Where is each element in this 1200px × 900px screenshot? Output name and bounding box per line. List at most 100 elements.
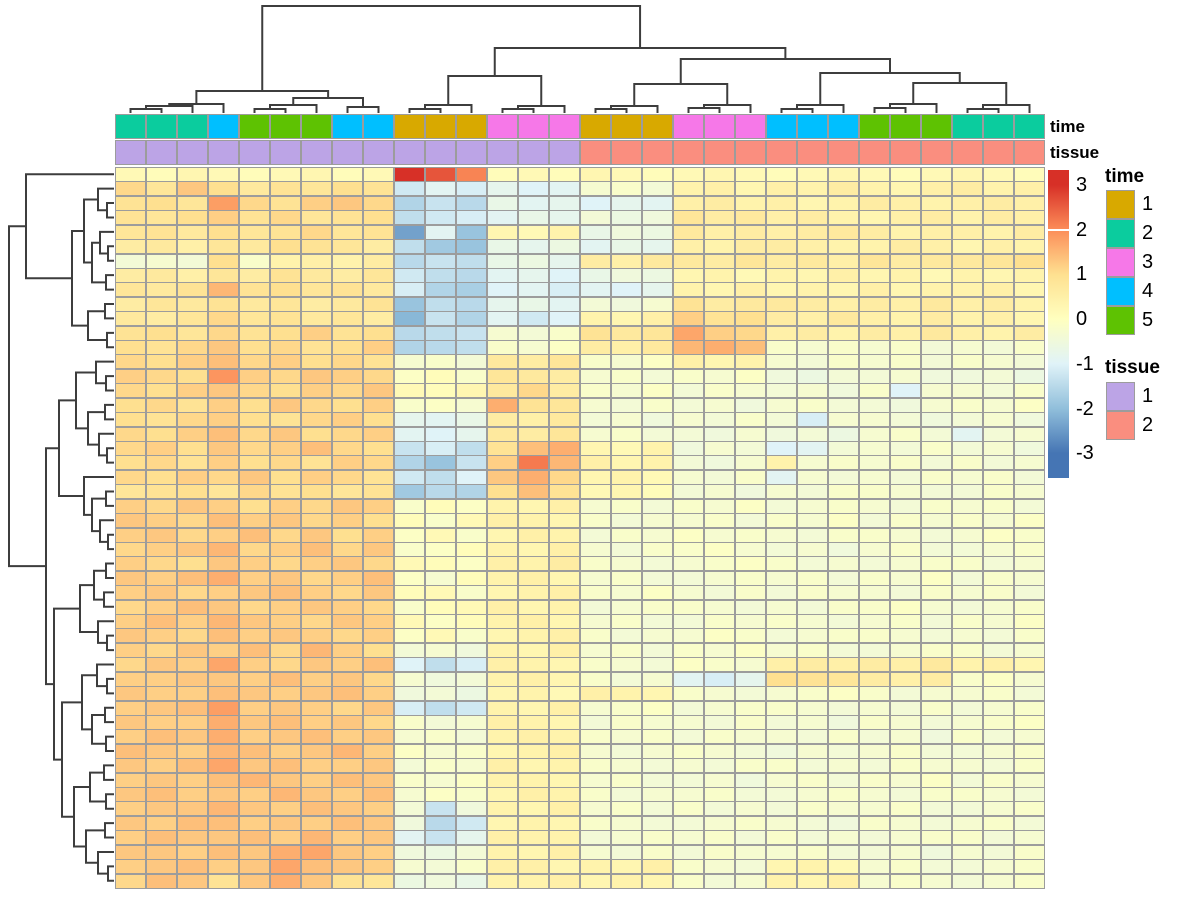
heatmap-cell — [828, 700, 859, 716]
heatmap-cell — [1014, 469, 1045, 485]
heatmap-cell — [673, 412, 704, 428]
heatmap-cell — [177, 758, 208, 774]
heatmap-cell — [208, 815, 239, 831]
heatmap-cell — [735, 527, 766, 543]
heatmap-cell — [239, 412, 270, 428]
heatmap-cell — [394, 628, 425, 644]
heatmap-cell — [673, 167, 704, 183]
tissue-annotation-cell — [580, 140, 611, 165]
heatmap-cell — [301, 570, 332, 586]
heatmap-cell — [797, 513, 828, 529]
heatmap-cell — [239, 556, 270, 572]
time-annotation-cell — [828, 114, 859, 139]
heatmap-cell — [642, 181, 673, 197]
heatmap-cell — [952, 527, 983, 543]
heatmap-cell — [735, 224, 766, 240]
heatmap-cell — [456, 426, 487, 442]
heatmap-cell — [921, 671, 952, 687]
heatmap-cell — [270, 282, 301, 298]
heatmap-cell — [952, 397, 983, 413]
heatmap-cell — [363, 455, 394, 471]
heatmap-cell — [115, 787, 146, 803]
heatmap-cell — [394, 455, 425, 471]
heatmap-cell — [642, 455, 673, 471]
heatmap-cell — [859, 787, 890, 803]
heatmap-cell — [487, 628, 518, 644]
heatmap-cell — [146, 426, 177, 442]
heatmap-cell — [177, 397, 208, 413]
heatmap-cell — [549, 743, 580, 759]
heatmap-cell — [921, 368, 952, 384]
heatmap-cell — [921, 469, 952, 485]
heatmap-cell — [363, 224, 394, 240]
heatmap-cell — [859, 729, 890, 745]
heatmap-cell — [642, 570, 673, 586]
colorbar-tick-label: 2 — [1076, 218, 1088, 241]
heatmap-cell — [146, 440, 177, 456]
time-annotation-cell — [797, 114, 828, 139]
time-annotation-bar — [115, 114, 1045, 139]
time-annotation-cell — [952, 114, 983, 139]
heatmap-cell — [177, 614, 208, 630]
heatmap-cell — [704, 498, 735, 514]
heatmap-cell — [983, 498, 1014, 514]
heatmap-cell — [766, 729, 797, 745]
heatmap-cell — [1014, 455, 1045, 471]
heatmap-cell — [952, 714, 983, 730]
heatmap-cell — [425, 513, 456, 529]
heatmap-cell — [301, 657, 332, 673]
heatmap-cell — [890, 686, 921, 702]
heatmap-cell — [177, 383, 208, 399]
heatmap-cell — [859, 830, 890, 846]
heatmap-cell — [177, 253, 208, 269]
heatmap-cell — [921, 686, 952, 702]
heatmap-cell — [146, 570, 177, 586]
time-annotation-cell — [704, 114, 735, 139]
heatmap-cell — [983, 397, 1014, 413]
heatmap-cell — [983, 296, 1014, 312]
heatmap-cell — [549, 296, 580, 312]
heatmap-cell — [115, 340, 146, 356]
heatmap-cell — [828, 556, 859, 572]
heatmap-cell — [487, 224, 518, 240]
heatmap-cell — [642, 686, 673, 702]
heatmap-cell — [890, 181, 921, 197]
time-legend-swatch — [1106, 306, 1135, 335]
heatmap-cell — [115, 642, 146, 658]
heatmap-cell — [332, 556, 363, 572]
heatmap-cell — [487, 541, 518, 557]
heatmap-cell — [642, 657, 673, 673]
heatmap-cell — [115, 484, 146, 500]
heatmap-cell — [146, 585, 177, 601]
heatmap-cell — [425, 801, 456, 817]
heatmap-cell — [580, 412, 611, 428]
heatmap-cell — [673, 469, 704, 485]
heatmap-cell — [177, 181, 208, 197]
heatmap-cell — [270, 758, 301, 774]
heatmap-cell — [363, 239, 394, 255]
heatmap-cell — [332, 368, 363, 384]
heatmap-cell — [549, 397, 580, 413]
heatmap-cell — [177, 772, 208, 788]
heatmap-cell — [332, 657, 363, 673]
heatmap-cell — [797, 484, 828, 500]
heatmap-cell — [1014, 253, 1045, 269]
heatmap-cell — [766, 686, 797, 702]
heatmap-cell — [549, 484, 580, 500]
time-annotation-cell — [456, 114, 487, 139]
heatmap-cell — [301, 195, 332, 211]
heatmap-cell — [301, 224, 332, 240]
heatmap-cell — [549, 686, 580, 702]
heatmap-cell — [394, 210, 425, 226]
heatmap-cell — [580, 541, 611, 557]
heatmap-cell — [146, 714, 177, 730]
heatmap-cell — [363, 830, 394, 846]
heatmap-cell — [177, 743, 208, 759]
heatmap-cell — [208, 498, 239, 514]
heatmap-cell — [115, 368, 146, 384]
heatmap-cell — [518, 181, 549, 197]
heatmap-cell — [487, 859, 518, 875]
heatmap-cell — [859, 397, 890, 413]
heatmap-cell — [518, 224, 549, 240]
heatmap-cell — [270, 340, 301, 356]
